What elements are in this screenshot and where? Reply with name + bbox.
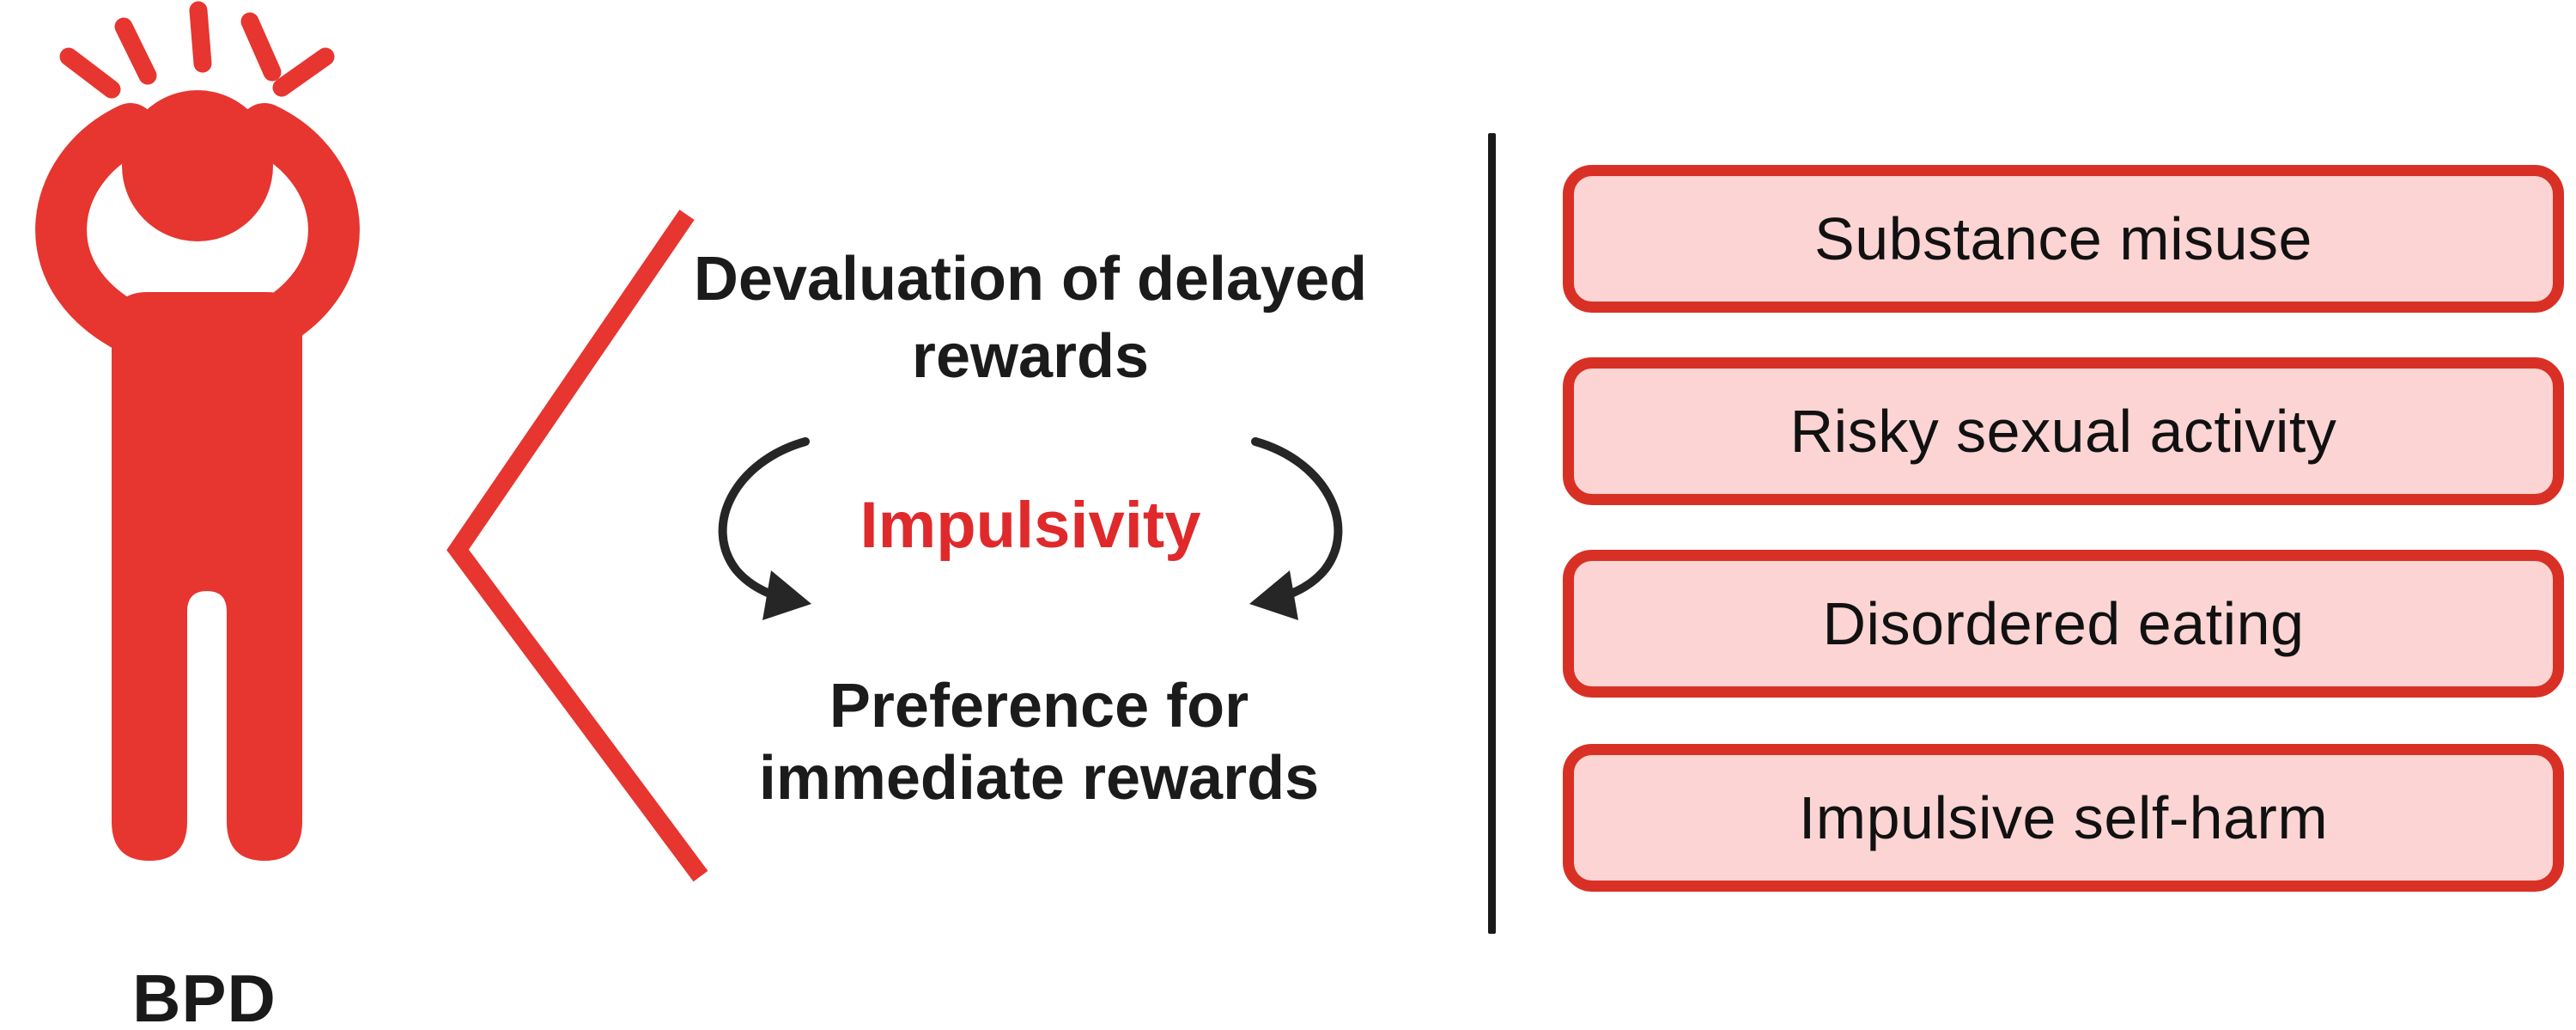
chevron-left-icon [447,210,708,882]
cycle-arrows [718,437,1357,644]
head [122,90,273,241]
devaluation-line1: Devaluation of delayed [693,245,1368,314]
impulsivity-text: Impulsivity [860,489,1201,562]
preference-text: Preference for immediate rewards [687,670,1391,814]
left-arm [35,103,170,361]
curved-arrow-left-icon [718,437,811,620]
torso-and-legs [112,292,302,861]
stressed-person-icon [35,1,360,861]
outcome-label: Disordered eating [1822,590,2305,657]
outcome-label: Impulsive self-harm [1798,784,2329,851]
preference-line2: immediate rewards [758,744,1320,813]
devaluation-line2: rewards [911,322,1150,391]
outcome-label: Substance misuse [1814,205,2312,272]
preference-line1: Preference for [829,672,1249,741]
devaluation-text: Devaluation of delayed rewards [678,241,1382,395]
divider-line [1488,133,1496,934]
outcome-label: Risky sexual activity [1789,398,2337,465]
figure-label: BPD [132,960,276,1030]
outcome-box-disordered-eating: Disordered eating [1563,550,2564,698]
stress-rays-icon [59,1,335,99]
outcome-box-substance-misuse: Substance misuse [1563,165,2564,313]
outcome-box-impulsive-self-harm: Impulsive self-harm [1563,744,2564,892]
outcome-box-risky-sexual-activity: Risky sexual activity [1563,357,2564,505]
